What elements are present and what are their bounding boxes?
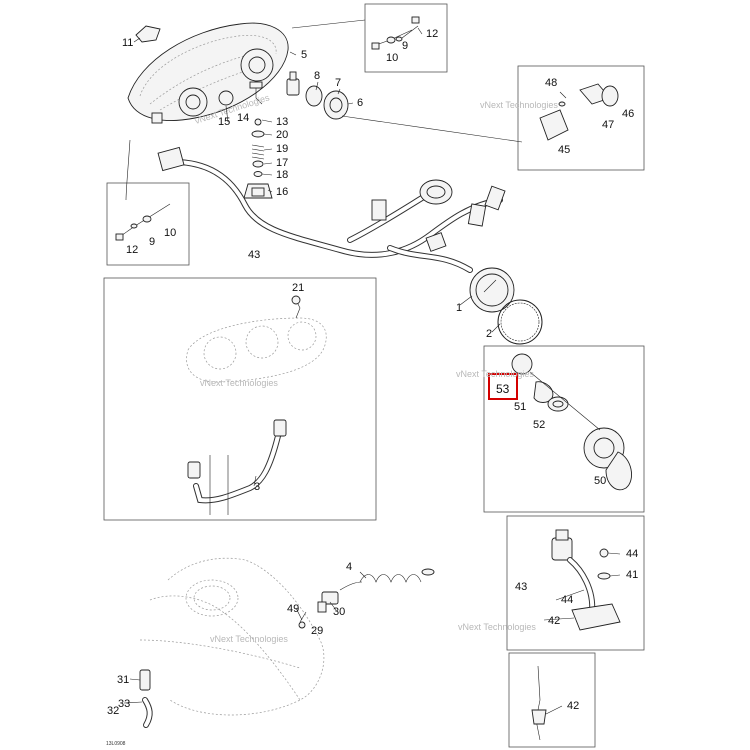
harness-3 (187, 419, 287, 515)
label-part-12-top: 12 (426, 28, 438, 40)
label-part-16: 16 (276, 186, 288, 198)
label-part-4: 4 (346, 561, 352, 573)
coiled-cable-4 (317, 568, 435, 613)
label-part-3: 3 (254, 481, 260, 493)
figure-code: 13L0908 (106, 741, 126, 747)
label-part-20: 20 (276, 129, 288, 141)
label-part-8: 8 (314, 70, 320, 82)
parts-29-33 (139, 611, 307, 728)
label-part-52: 52 (533, 419, 545, 431)
inset-box-part-42 (508, 652, 596, 748)
inset-box-gauge-cluster (103, 277, 377, 521)
label-part-10-top: 10 (386, 52, 398, 64)
label-part-18: 18 (276, 169, 288, 181)
label-part-13: 13 (276, 116, 288, 128)
label-part-10-left: 10 (164, 227, 176, 239)
label-part-7: 7 (335, 77, 341, 89)
label-part-47: 47 (602, 119, 614, 131)
label-part-43: 43 (248, 249, 260, 261)
label-part-17: 17 (276, 157, 288, 169)
label-part-41: 41 (626, 569, 638, 581)
main-harness-43 (125, 139, 506, 273)
label-part-53: 53 (496, 382, 510, 396)
label-leaders (123, 27, 621, 715)
label-part-2: 2 (486, 328, 492, 340)
ignition-parts (511, 353, 633, 491)
label-part-32: 32 (107, 705, 119, 717)
label-part-6: 6 (357, 97, 363, 109)
label-part-33: 33 (118, 698, 130, 710)
label-part-15: 15 (218, 116, 230, 128)
label-part-14: 14 (237, 112, 249, 124)
label-part-45: 45 (558, 144, 570, 156)
label-part-31: 31 (117, 674, 129, 686)
bulb-stack (243, 81, 273, 199)
label-part-29: 29 (311, 625, 323, 637)
connector-45-48 (539, 83, 619, 141)
gauge-cluster-outline (186, 295, 327, 383)
label-part-48: 48 (545, 77, 557, 89)
watermark-5: vNext Technologies (210, 634, 288, 644)
inset-box-ignition (483, 345, 645, 513)
inset-box-fasteners-left (106, 182, 190, 266)
label-part-50: 50 (594, 475, 606, 487)
label-part-9-top: 9 (402, 40, 408, 52)
part-42-wire (531, 665, 547, 741)
label-part-42: 42 (567, 700, 579, 712)
watermark-6: vNext Technologies (458, 622, 536, 632)
fastener-top-inset (371, 16, 420, 50)
inset-box-regulator (506, 515, 645, 651)
label-part-44: 44 (626, 548, 638, 560)
label-part-5: 5 (301, 49, 307, 61)
leader-5-to-inset (291, 19, 366, 29)
regulator-34-39 (551, 529, 621, 631)
label-part-21: 21 (292, 282, 304, 294)
watermark-4: vNext Technologies (456, 369, 534, 379)
fastener-left-inset (115, 203, 171, 241)
label-part-12-left: 12 (126, 244, 138, 256)
headlight-assembly (127, 22, 289, 124)
label-part-46: 46 (622, 108, 634, 120)
parts-5-8 (218, 71, 349, 120)
label-part-19: 19 (276, 143, 288, 155)
windshield-outline (139, 557, 325, 716)
gauge-1-ring-2 (469, 267, 543, 345)
label-part-49: 49 (287, 603, 299, 615)
part-11-clip (135, 25, 161, 43)
highlight-box-53 (488, 373, 518, 400)
label-part-30: 30 (333, 606, 345, 618)
leader-6-to-inset (341, 115, 523, 143)
label-part-9-left: 9 (149, 236, 155, 248)
label-part-1: 1 (456, 302, 462, 314)
watermark-2: vNext Technologies (480, 100, 558, 110)
label-part-11: 11 (122, 37, 133, 49)
inset-box-fasteners-top (364, 3, 448, 73)
label-part-34: 42 (548, 615, 560, 627)
label-part-35-37-38: 43 (515, 581, 527, 593)
watermark-3: vNext Technologies (200, 378, 278, 388)
inset-box-connector-45-48 (517, 65, 645, 171)
label-part-51: 51 (514, 401, 526, 413)
